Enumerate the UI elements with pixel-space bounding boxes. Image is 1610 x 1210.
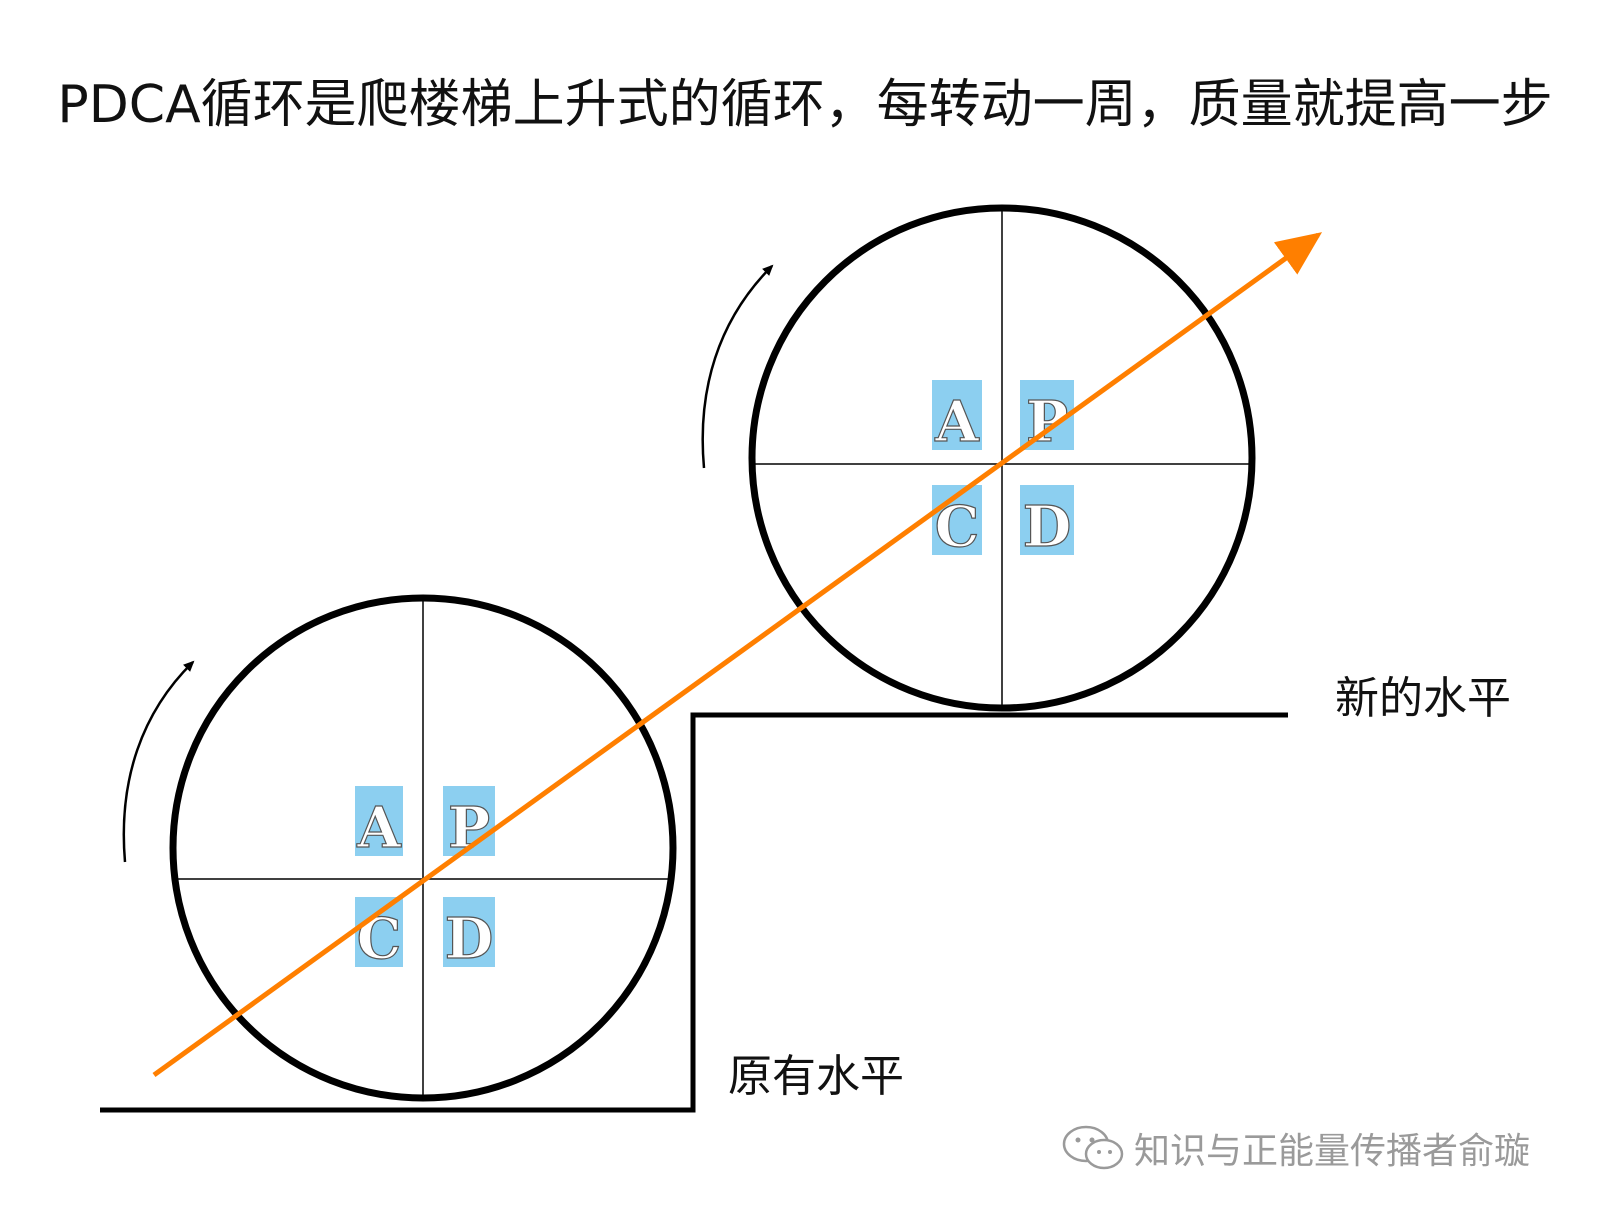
quadrant-d: D xyxy=(443,897,495,973)
curved-arrow-icon xyxy=(701,264,774,469)
quadrant-p-label: P xyxy=(448,795,490,861)
watermark-text: 知识与正能量传播者俞璇 xyxy=(1134,1131,1531,1172)
pdca-circle-new: A P C D xyxy=(748,204,1256,712)
quadrant-d-label: D xyxy=(445,906,494,972)
quadrant-d: D xyxy=(1020,485,1074,561)
quadrant-a: A xyxy=(355,786,403,862)
new-level-label: 新的水平 xyxy=(1335,673,1511,724)
quadrant-a: A xyxy=(932,380,982,456)
diagram-title: PDCA循环是爬楼梯上升式的循环，每转动一周，质量就提高一步 xyxy=(57,75,1553,135)
wechat-icon xyxy=(1062,1125,1124,1170)
watermark: 知识与正能量传播者俞璇 xyxy=(1060,1122,1530,1174)
quadrant-a-label: A xyxy=(356,795,402,861)
quadrant-d-label: D xyxy=(1023,494,1072,560)
improvement-arrow xyxy=(152,232,1323,1078)
quadrant-a-label: A xyxy=(934,389,980,455)
original-level-label: 原有水平 xyxy=(728,1051,904,1102)
quadrant-p: P xyxy=(1020,380,1074,456)
curved-arrow-icon xyxy=(122,660,195,863)
quadrant-c-label: C xyxy=(357,906,402,972)
staircase-line xyxy=(100,712,1288,1113)
quadrant-c: C xyxy=(355,897,403,973)
pdca-circle-old: A P C D xyxy=(169,594,677,1102)
